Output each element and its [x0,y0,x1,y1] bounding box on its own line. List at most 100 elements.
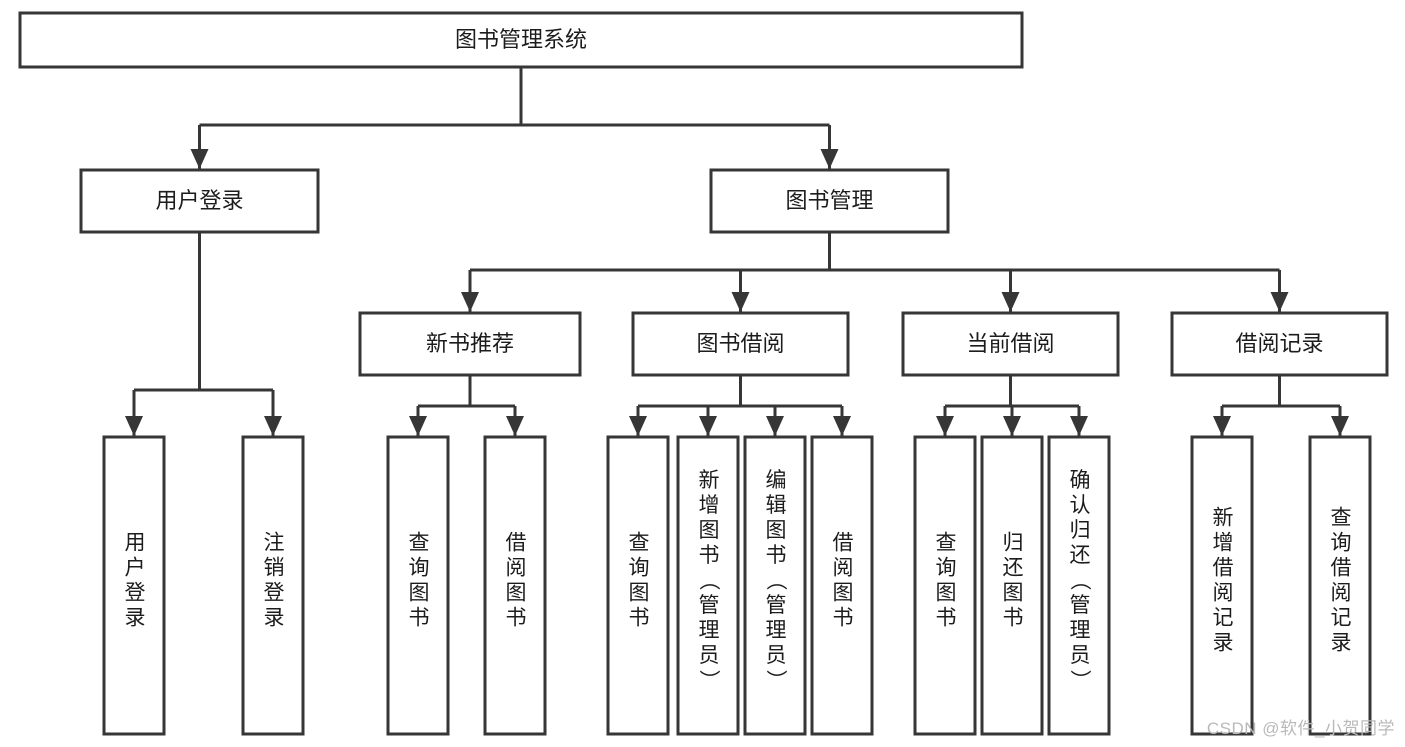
node-label-leaf-borrow-book-char-0: 借 [833,532,854,555]
arrow-head-icon [1270,292,1289,312]
node-label-leaf-borrow-book-rec-char-2: 图 [506,582,527,605]
node-box-borrow-record [1170,311,1389,377]
node-box-leaf-query-book-rec [386,435,450,736]
arrow-head-icon [461,292,479,312]
arrow-head-icon [1213,416,1231,436]
node-box-leaf-borrow-book [810,435,874,736]
node-box-new-book-recommend [358,311,582,377]
node-book-borrow[interactable]: 图书借阅 [631,311,850,377]
node-label-leaf-add-book-admin-char-3: 书 [699,544,720,567]
node-label-leaf-query-borrow-record-char-2: 借 [1331,557,1352,580]
node-book-management[interactable]: 图书管理 [709,168,950,234]
node-label-leaf-query-book-cur-char-3: 书 [936,607,957,630]
node-label-leaf-edit-book-admin-char-1: 辑 [766,494,787,517]
node-label-leaf-query-book-cur-char-0: 查 [936,532,957,555]
node-label-leaf-add-book-admin-char-7: 员 [699,644,720,667]
edges-layer [125,67,1349,436]
node-label-leaf-add-borrow-record-char-4: 记 [1213,607,1234,630]
node-label-leaf-query-book-cur-char-2: 图 [936,582,957,605]
node-label-leaf-confirm-return-admin-char-5: 管 [1070,594,1091,617]
arrow-head-icon [190,149,209,169]
node-current-borrow[interactable]: 当前借阅 [901,311,1120,377]
node-label-book-borrow: 图书借阅 [696,331,784,356]
node-box-leaf-query-book-cur [913,435,977,736]
node-label-leaf-user-logout-char-0: 注 [264,532,285,555]
node-label-leaf-add-borrow-record-char-0: 新 [1213,507,1234,530]
node-label-leaf-query-borrow-record-char-5: 录 [1331,632,1352,655]
node-label-leaf-query-book-cur-char-1: 询 [936,557,957,580]
node-box-leaf-user-login [102,435,166,736]
node-label-leaf-query-book-borrow-char-0: 查 [629,532,650,555]
node-root[interactable]: 图书管理系统 [18,11,1024,69]
node-label-leaf-add-borrow-record-char-3: 阅 [1213,582,1234,605]
node-box-leaf-borrow-book-rec [483,435,547,736]
node-label-leaf-borrow-book-char-2: 图 [833,582,854,605]
node-label-book-management: 图书管理 [785,188,873,213]
arrow-head-icon [264,416,282,436]
node-label-leaf-confirm-return-admin-char-4: （ [1068,570,1091,591]
node-label-leaf-borrow-book-char-3: 书 [833,607,854,630]
arrow-head-icon [125,416,143,436]
node-box-leaf-return-book [980,435,1044,736]
arrow-head-icon [699,416,717,436]
node-label-leaf-query-book-rec-char-0: 查 [409,532,430,555]
node-label-leaf-edit-book-admin-char-4: （ [764,570,787,591]
node-label-leaf-query-borrow-record-char-4: 记 [1331,607,1352,630]
node-label-leaf-add-book-admin-char-2: 图 [699,519,720,542]
node-label-leaf-query-borrow-record-char-1: 询 [1331,532,1352,555]
node-label-leaf-add-borrow-record-char-5: 录 [1213,632,1234,655]
node-borrow-record[interactable]: 借阅记录 [1170,311,1389,377]
node-label-leaf-return-book-char-1: 还 [1003,557,1024,580]
arrow-head-icon [936,416,954,436]
node-label-current-borrow: 当前借阅 [966,331,1054,356]
arrow-head-icon [820,149,839,169]
node-label-leaf-user-login-char-0: 用 [125,532,146,555]
node-label-leaf-user-login-char-3: 录 [125,607,146,630]
node-label-leaf-user-login-char-2: 登 [125,582,146,605]
node-label-leaf-edit-book-admin-char-3: 书 [766,544,787,567]
arrow-head-icon [1070,416,1088,436]
arrow-head-icon [629,416,647,436]
node-label-leaf-user-logout-char-1: 销 [264,557,285,580]
node-label-leaf-user-logout-char-2: 登 [264,582,285,605]
node-leaf-user-login[interactable]: 用户登录 [102,435,166,736]
node-box-leaf-confirm-return-admin [1047,435,1111,736]
node-label-leaf-confirm-return-admin-char-1: 认 [1070,494,1091,517]
node-new-book-recommend[interactable]: 新书推荐 [358,311,582,377]
node-label-leaf-user-login-char-1: 户 [125,557,146,580]
arrow-head-icon [1003,416,1021,436]
node-label-leaf-query-book-borrow-char-2: 图 [629,582,650,605]
node-label-leaf-query-book-borrow-char-1: 询 [629,557,650,580]
node-label-leaf-add-book-admin-char-1: 增 [699,494,720,517]
node-label-leaf-edit-book-admin-char-8: ） [764,670,787,691]
node-label-leaf-add-book-admin-char-5: 管 [699,594,720,617]
node-label-leaf-add-book-admin-char-0: 新 [699,469,720,492]
node-label-leaf-query-book-borrow-char-3: 书 [629,607,650,630]
node-label-leaf-borrow-book-rec-char-3: 书 [506,607,527,630]
node-label-leaf-confirm-return-admin-char-2: 归 [1070,519,1091,542]
node-label-leaf-add-book-admin-char-4: （ [697,570,720,591]
node-user-login[interactable]: 用户登录 [79,168,320,234]
node-label-leaf-query-book-rec-char-3: 书 [409,607,430,630]
node-label-leaf-edit-book-admin-char-6: 理 [766,619,787,642]
arrow-head-icon [1331,416,1349,436]
node-label-new-book-recommend: 新书推荐 [426,331,514,356]
arrow-head-icon [506,416,524,436]
node-label-borrow-record: 借阅记录 [1235,331,1323,356]
nodes-layer: 图书管理系统用户登录图书管理新书推荐图书借阅当前借阅借阅记录用户登录注销登录查询… [18,11,1389,736]
node-label-leaf-borrow-book-rec-char-1: 阅 [506,557,527,580]
node-box-leaf-edit-book-admin [743,435,807,736]
